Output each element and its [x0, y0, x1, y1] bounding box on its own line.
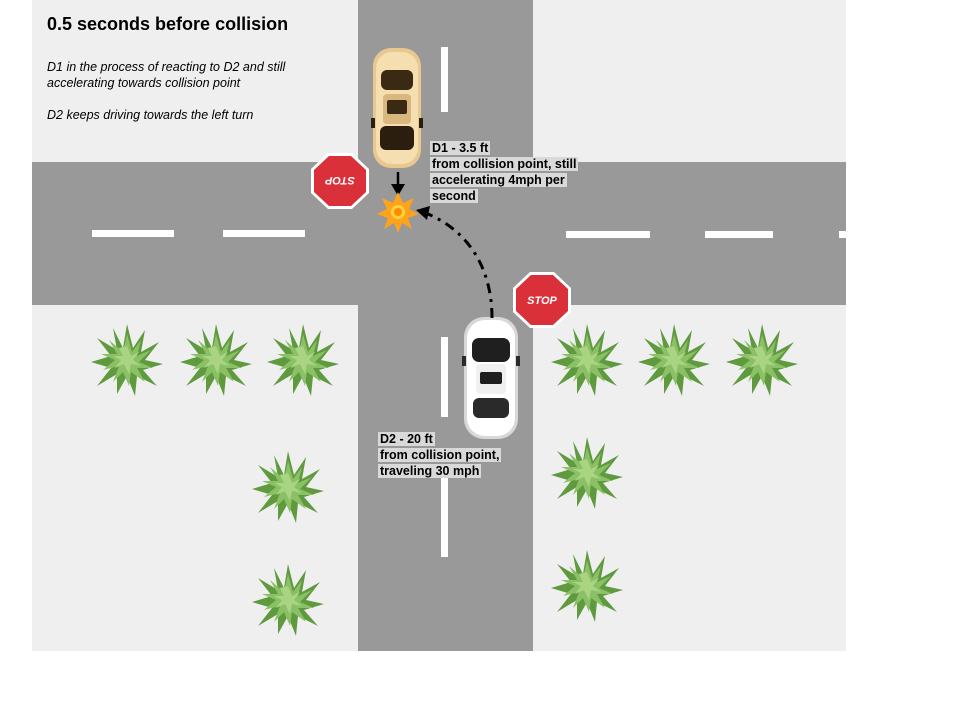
d1-label: D1 - 3.5 ft from collision point, still … [430, 140, 590, 204]
lane-markings [92, 47, 846, 557]
d2-note: D2 keeps driving towards the left turn [47, 108, 254, 122]
d1-note: D1 in the process of reacting to D2 and … [47, 60, 286, 90]
block-top-right [533, 0, 846, 162]
collision-burst-icon [377, 192, 419, 233]
stop-sign-top-text: STOP [324, 174, 354, 186]
d2-label-line1: D2 - 20 ft [378, 432, 435, 446]
d1-car [371, 48, 423, 168]
d1-label-line3: accelerating 4mph per [430, 173, 567, 187]
stop-sign-right [513, 272, 571, 328]
d2-label: D2 - 20 ft from collision point, traveli… [378, 431, 518, 479]
stop-sign-top [311, 153, 369, 209]
d1-direction-arrow [391, 172, 405, 196]
stop-sign-right-text: STOP [527, 295, 557, 307]
page-title: 0.5 seconds before collision [47, 14, 289, 34]
d2-label-line3: traveling 30 mph [378, 464, 482, 478]
d2-label-line2: from collision point, [378, 448, 502, 462]
d2-path-arrow [416, 206, 494, 319]
block-top-left [32, 0, 358, 162]
d1-label-line4: second [430, 189, 478, 203]
d1-label-line2: from collision point, still [430, 157, 579, 171]
d2-car [462, 317, 520, 439]
d1-label-line1: D1 - 3.5 ft [430, 141, 491, 155]
